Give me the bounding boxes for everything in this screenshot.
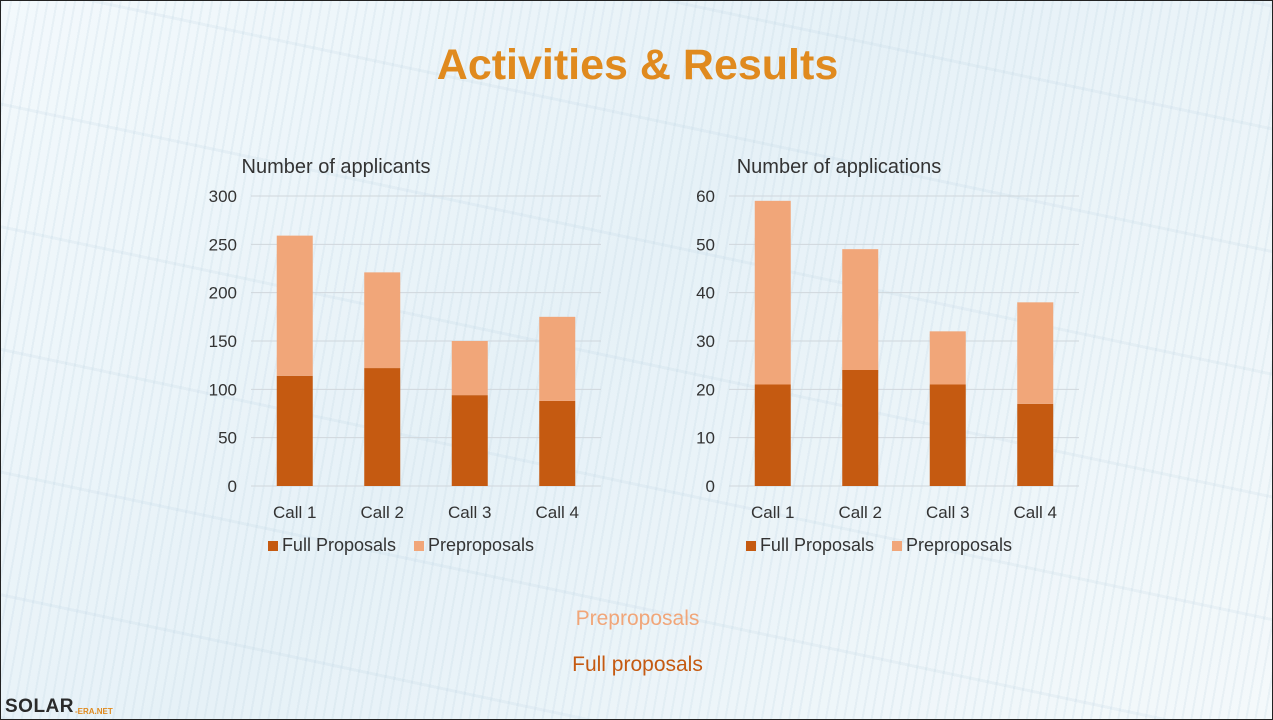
y-tick-label: 50 <box>696 235 715 254</box>
applications-legend: Full Proposals Preproposals <box>669 535 1089 556</box>
y-tick-label: 100 <box>209 380 237 399</box>
bar-preproposals <box>929 331 966 385</box>
applications-chart-svg: Number of applications 0 10 20 30 40 50 60Call … <box>696 156 1079 522</box>
x-tick-label: Call 3 <box>926 503 969 522</box>
full-proposals-note: Full proposals <box>572 653 703 676</box>
x-tick-label: Call 2 <box>361 503 404 522</box>
x-tick-label: Call 4 <box>1014 503 1057 522</box>
y-tick-label: 250 <box>209 235 237 254</box>
applicants-legend: Full Proposals Preproposals <box>191 535 611 556</box>
legend-swatch <box>891 540 902 551</box>
legend-swatch <box>745 540 756 551</box>
bar-preproposals <box>754 200 791 385</box>
x-tick-label: Call 4 <box>536 503 579 522</box>
bar-full-proposals <box>754 384 791 486</box>
bar-full-proposals <box>1017 403 1054 486</box>
bar-full-proposals <box>451 395 488 486</box>
bar-preproposals <box>451 341 488 396</box>
bar-preproposals <box>842 249 879 370</box>
legend-item: Full Proposals <box>745 535 874 556</box>
bar-full-proposals <box>276 375 313 486</box>
chart-title: Number of applications <box>737 156 942 178</box>
x-tick-label: Call 3 <box>448 503 491 522</box>
bar-full-proposals <box>929 384 966 486</box>
legend-item: Preproposals <box>891 535 1013 556</box>
x-tick-label: Call 1 <box>273 503 316 522</box>
logo-sub-text: -ERA.NET <box>75 707 113 716</box>
bar-full-proposals <box>364 368 401 486</box>
slide-title: Activities & Results <box>436 41 839 89</box>
y-tick-label: 10 <box>696 429 715 448</box>
y-tick-label: 0 <box>706 477 715 496</box>
legend-label: Full Proposals <box>281 535 396 555</box>
y-tick-label: 50 <box>218 429 237 448</box>
legend-swatch <box>413 540 424 551</box>
preproposals-note: Preproposals <box>575 607 700 630</box>
x-tick-label: Call 1 <box>751 503 794 522</box>
logo-main-text: SOLAR <box>5 696 74 717</box>
legend-label: Full Proposals <box>759 535 874 555</box>
legend-label: Preproposals <box>905 535 1013 555</box>
bar-preproposals <box>276 235 313 376</box>
legend-item: Full Proposals <box>267 535 396 556</box>
bar-full-proposals <box>539 400 576 486</box>
bar-preproposals <box>1017 302 1054 404</box>
y-tick-label: 0 <box>228 477 237 496</box>
bar-preproposals <box>539 316 576 401</box>
y-tick-label: 300 <box>209 187 237 206</box>
bar-preproposals <box>364 272 401 369</box>
bar-full-proposals <box>842 370 879 486</box>
y-tick-label: 150 <box>209 332 237 351</box>
x-tick-label: Call 2 <box>839 503 882 522</box>
y-tick-label: 60 <box>696 187 715 206</box>
y-tick-label: 200 <box>209 284 237 303</box>
y-tick-label: 40 <box>696 284 715 303</box>
y-tick-label: 20 <box>696 380 715 399</box>
legend-item: Preproposals <box>413 535 535 556</box>
applicants-chart-svg: Number of applicants 0 50 100 150 200 250 300Ca… <box>209 156 601 522</box>
chart-title: Number of applicants <box>242 156 431 178</box>
legend-swatch <box>267 540 278 551</box>
y-tick-label: 30 <box>696 332 715 351</box>
solar-era-net-logo: SOLAR -ERA.NET <box>5 696 113 718</box>
legend-label: Preproposals <box>427 535 535 555</box>
